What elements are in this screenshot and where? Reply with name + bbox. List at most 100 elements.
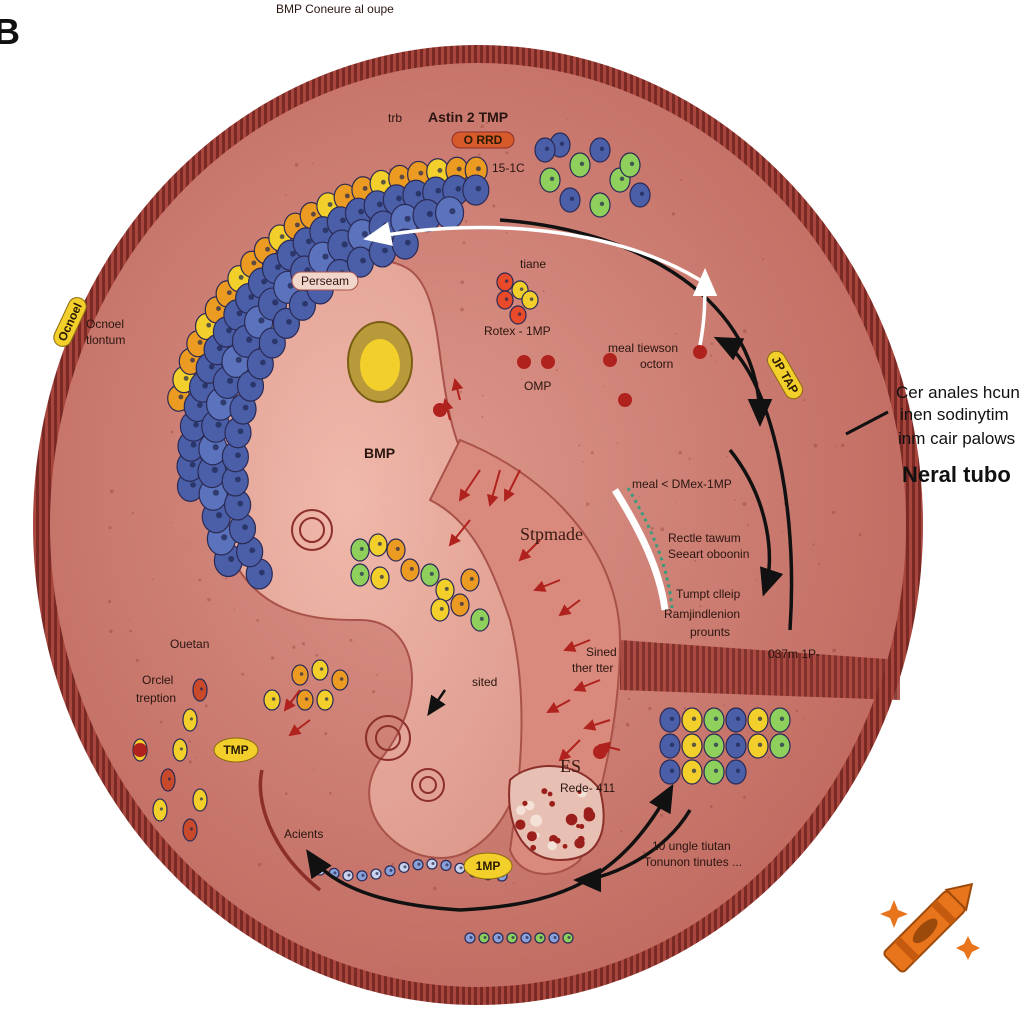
diagram-labels: trb Astin 2 TMP 15-1C tiane Rotex - 1MP … [86, 109, 820, 869]
signal-arrow [518, 539, 541, 562]
texture-dot [704, 637, 706, 639]
nucleus-core [360, 339, 400, 391]
texture-dot [108, 526, 112, 530]
cell [725, 733, 747, 759]
texture-dot [480, 124, 484, 129]
cell [725, 759, 747, 785]
cell [492, 932, 504, 944]
flow-arrows [258, 218, 794, 912]
cell [703, 759, 725, 785]
texture-dot [505, 883, 507, 886]
cell [430, 598, 450, 622]
cell [311, 659, 329, 681]
texture-dot [722, 704, 725, 707]
texture-dot [699, 605, 702, 608]
texture-dot [109, 629, 113, 634]
cell [562, 932, 574, 944]
texture-dot [709, 805, 713, 809]
label-bottom-1: 10 ungle tiutan [652, 839, 731, 853]
cell [368, 533, 388, 557]
cell [520, 932, 532, 944]
cell [386, 538, 406, 562]
cell [426, 858, 438, 870]
cell [350, 563, 370, 587]
cell [263, 689, 281, 711]
bulb-particle [565, 813, 578, 826]
texture-dot [567, 119, 569, 121]
texture-dot [817, 562, 820, 566]
texture-dot [760, 422, 762, 424]
cell [420, 563, 440, 587]
red-particle [693, 345, 707, 359]
red-pill-label: O RRD [464, 133, 503, 147]
texture-dot [537, 182, 540, 184]
cell [659, 707, 681, 733]
texture-dot [679, 179, 682, 182]
label-es: ES [560, 756, 581, 776]
texture-dot [188, 740, 191, 743]
signal-arrow [546, 699, 571, 713]
bulb-particle [547, 841, 557, 851]
cell [192, 788, 208, 812]
signal-arrow [441, 398, 454, 421]
bulb-particle [579, 823, 585, 830]
texture-dot [660, 813, 664, 817]
texture-dot [256, 619, 259, 622]
texture-dot [542, 290, 545, 293]
cell [172, 738, 188, 762]
texture-dot [459, 390, 463, 393]
texture-dot [694, 559, 697, 562]
label-rede: Rede- 411 [560, 781, 615, 795]
texture-dot [372, 126, 374, 128]
bulb-particle [526, 831, 537, 842]
texture-dot [107, 600, 112, 604]
signal-arrows [283, 378, 621, 762]
texture-dot [649, 188, 651, 190]
texture-dot [769, 446, 772, 448]
label-tiane: tiane [520, 257, 546, 271]
cell [534, 932, 546, 944]
cell [569, 152, 591, 178]
side-text-bold: Neral tubo [902, 462, 1011, 487]
texture-dot [433, 886, 437, 891]
texture-dot [616, 442, 618, 444]
texture-dot [481, 394, 484, 397]
signal-arrow [288, 719, 311, 737]
cell [589, 192, 611, 218]
cell [769, 707, 791, 733]
texture-dot [512, 882, 515, 884]
texture-dot [790, 504, 792, 506]
texture-dot [590, 451, 594, 455]
pill-tmp-left-label: TMP [223, 743, 248, 757]
cell [182, 818, 198, 842]
texture-dot [488, 333, 491, 336]
label-orclel-1: Orclel [142, 673, 173, 687]
texture-dot [554, 374, 556, 376]
label-oculi-2: tlontum [86, 333, 125, 347]
red-particle [541, 355, 555, 369]
texture-dot [767, 756, 770, 759]
texture-dot [734, 498, 736, 501]
texture-dot [650, 365, 652, 368]
cell [464, 932, 476, 944]
texture-dot [803, 717, 806, 720]
texture-dot [747, 731, 749, 733]
texture-dot [204, 704, 208, 708]
red-particle [433, 403, 447, 417]
side-text-3: inm cair palows [898, 429, 1015, 448]
perseam-label: Perseam [301, 274, 349, 288]
signal-arrow [573, 679, 601, 692]
texture-dot [710, 342, 714, 345]
texture-dot [257, 862, 262, 867]
signal-arrow [558, 599, 581, 617]
texture-dot [485, 121, 489, 124]
cell [398, 861, 410, 873]
texture-dot [170, 430, 174, 434]
label-pill-right: 037m 1P- [768, 647, 820, 661]
cell [703, 733, 725, 759]
texture-dot [725, 536, 729, 540]
cell [725, 707, 747, 733]
cell [506, 932, 518, 944]
